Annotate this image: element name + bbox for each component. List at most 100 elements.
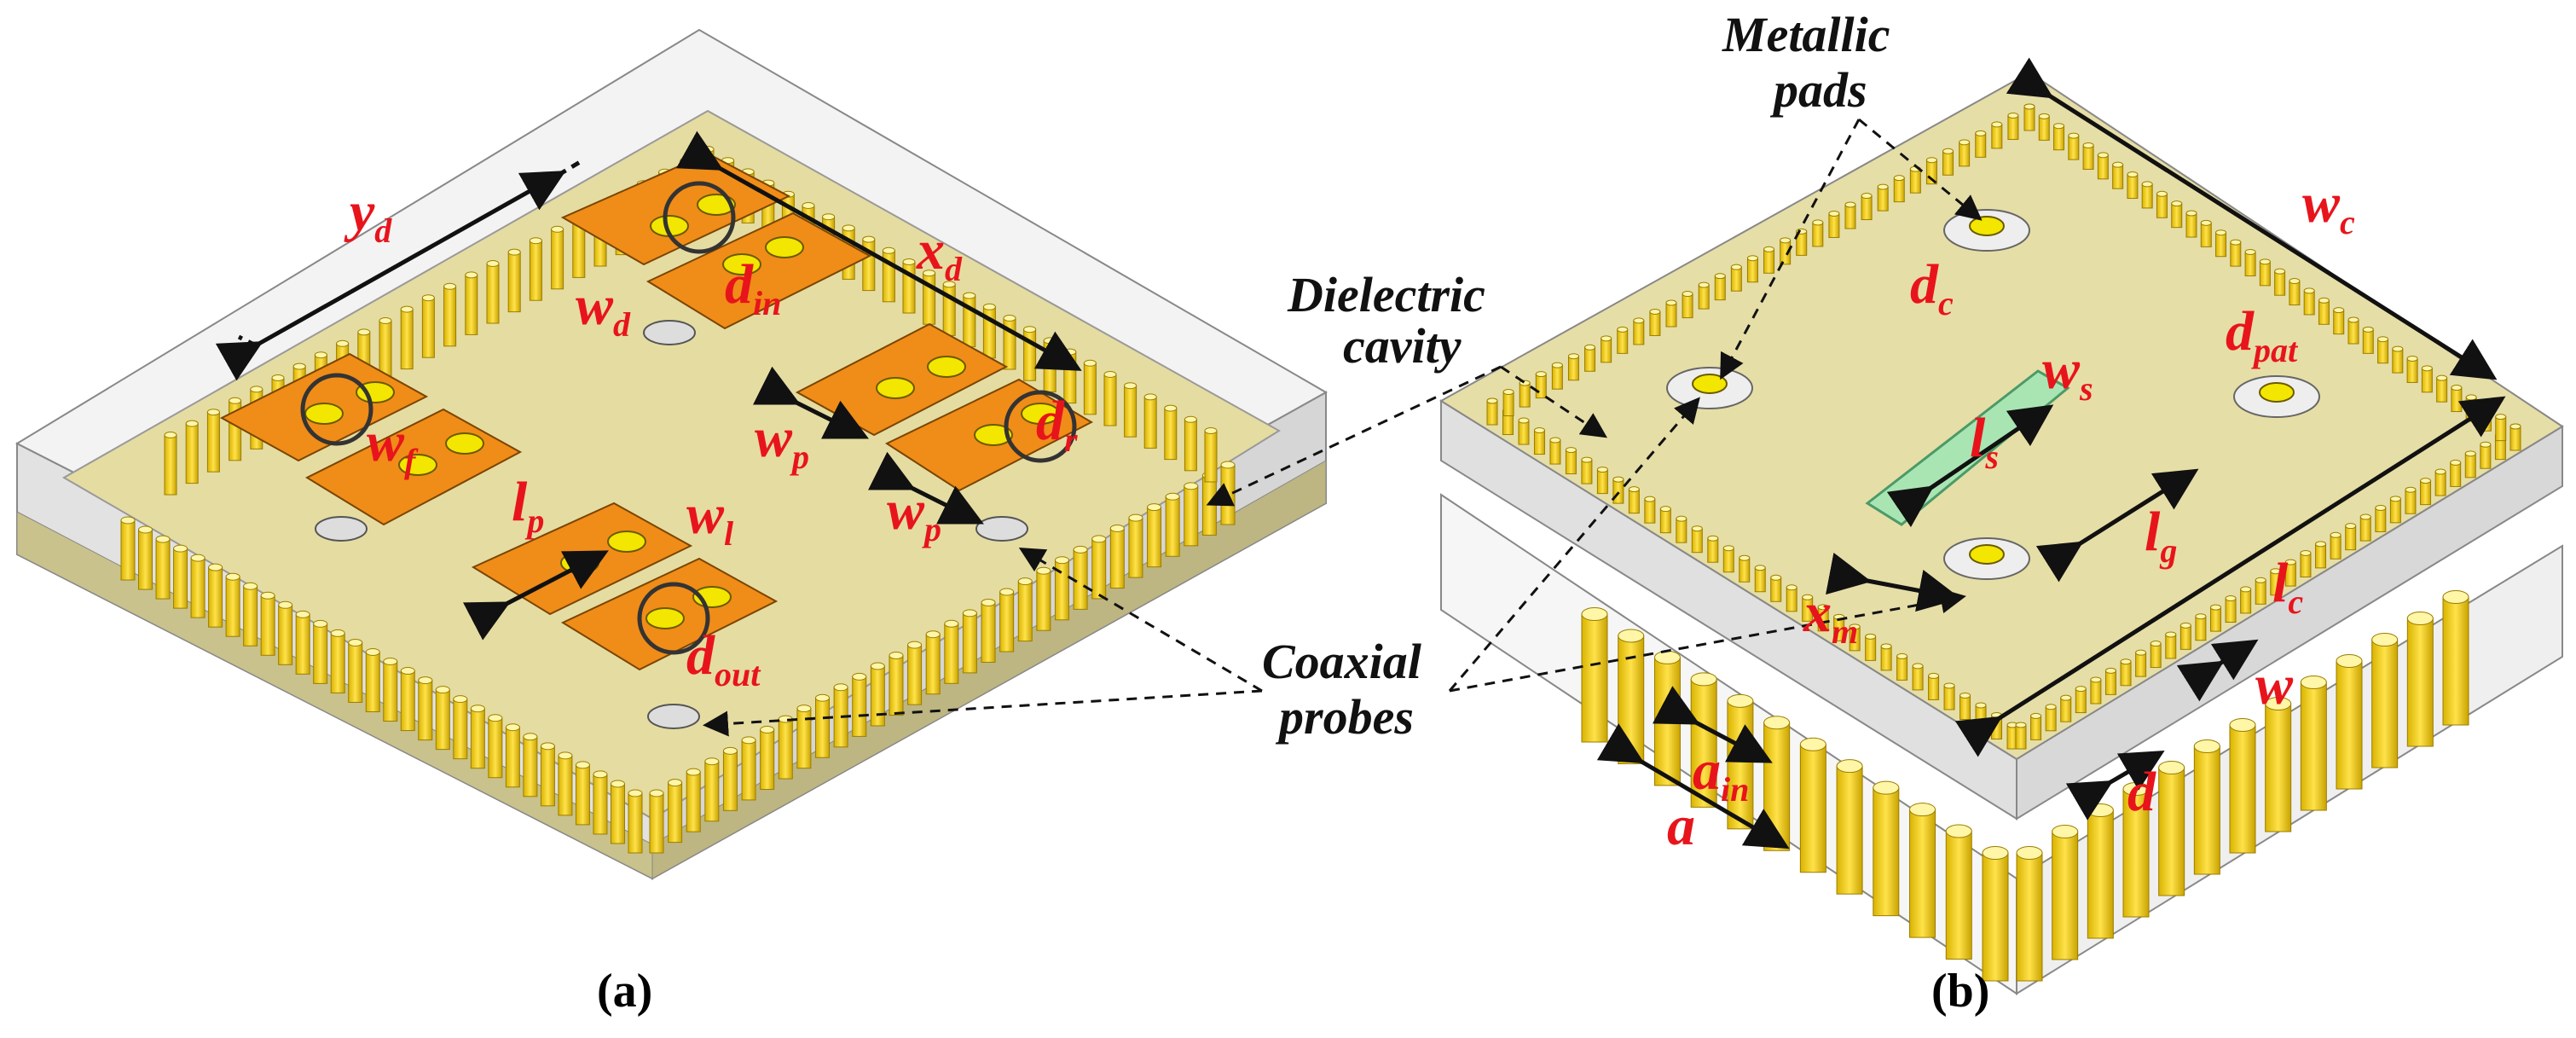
via-post-top (1945, 824, 1972, 838)
via-post (1165, 496, 1180, 557)
callout-metallic-line2: pads (1769, 62, 1867, 118)
via-post-top (243, 582, 258, 590)
via-post (981, 601, 996, 663)
via-post (2200, 222, 2212, 247)
via-post (206, 411, 220, 473)
via-post (2229, 724, 2256, 854)
via-post-top (2336, 654, 2363, 668)
via-post-top (2171, 200, 2183, 207)
via-post-top (2209, 604, 2221, 611)
via-post (1519, 382, 1531, 408)
via-post (2303, 290, 2315, 316)
via-post (2087, 809, 2114, 939)
via-post-top (1109, 525, 1125, 533)
via-post-top (2156, 190, 2168, 197)
panel-b-drawing (1439, 71, 2564, 995)
via-post-top (2230, 239, 2242, 246)
via-post (2420, 480, 2432, 506)
label-d-c: dc (1910, 253, 1954, 322)
via-post (593, 774, 608, 835)
via-post-top (2015, 722, 2027, 728)
label-l-c: lc (2272, 552, 2303, 621)
via-post-top (2016, 846, 2043, 860)
via-post (1628, 489, 1640, 514)
via-post-top (2225, 595, 2237, 602)
via-post (1649, 310, 1661, 336)
via-post-top (164, 432, 177, 438)
via-post-top (1959, 692, 1971, 699)
via-post (295, 613, 310, 675)
via-post-top (1143, 393, 1157, 401)
via-post-top (982, 303, 996, 310)
via-post (852, 676, 867, 737)
via-post (2389, 498, 2401, 524)
via-post (2345, 525, 2357, 551)
via-post-top (190, 554, 206, 562)
via-post (1633, 320, 1645, 345)
via-post-top (1770, 574, 1782, 581)
via-post (2195, 616, 2207, 641)
via-post-top (1036, 566, 1051, 575)
dimension-arrows-a (215, 130, 1082, 641)
via-post (1873, 787, 1900, 917)
via-post (435, 689, 450, 751)
via-post (2359, 516, 2371, 542)
via-post-top (229, 397, 242, 404)
via-post-top (2406, 612, 2434, 625)
via-post-top (1184, 415, 1197, 423)
via-post (1912, 665, 1924, 691)
via-post-top (802, 202, 815, 209)
via-post-top (1147, 503, 1162, 512)
via-post (348, 641, 363, 703)
via-post (778, 718, 793, 780)
via-post (1017, 581, 1033, 642)
via-post-top (1763, 246, 1775, 252)
via-post (2156, 193, 2168, 218)
via-post (2333, 310, 2345, 335)
via-post (1739, 557, 1751, 583)
via-post-top (138, 525, 153, 534)
label-d-in: din (725, 253, 781, 322)
label-l-s: ls (1970, 407, 1999, 476)
via-post (2405, 489, 2417, 514)
via-post-top (1928, 672, 1940, 679)
via-post-top (1812, 219, 1824, 226)
via-post (2015, 724, 2027, 750)
via-post-top (1698, 281, 1710, 288)
via-post (486, 263, 500, 324)
via-post-top (2442, 590, 2469, 604)
via-post-top (2347, 316, 2359, 323)
via-post-top (208, 563, 223, 571)
via-post-top (649, 789, 664, 797)
via-post-top (2082, 142, 2094, 148)
via-post (1682, 293, 1693, 319)
via-post (2434, 471, 2446, 496)
via-post-top (357, 328, 371, 336)
via-post-top (2068, 132, 2080, 139)
via-post-top (558, 751, 573, 760)
via-post (1533, 430, 1545, 455)
label-x-d: xd (916, 219, 963, 288)
via-post-top (1063, 348, 1077, 356)
via-post (2375, 507, 2387, 532)
via-post (421, 297, 435, 358)
via-post-top (1518, 417, 1530, 424)
via-post (1083, 362, 1097, 415)
via-post-top (1486, 397, 1498, 404)
via-post (2240, 589, 2252, 614)
label-w-d: wd (576, 275, 631, 344)
via-post (1880, 646, 1892, 671)
via-post-top (313, 619, 328, 628)
via-post-top (421, 294, 435, 302)
via-post (2016, 852, 2043, 982)
via-post-top (944, 619, 959, 628)
via-post-top (842, 224, 855, 232)
via-post-top (1567, 353, 1579, 360)
via-post (1877, 186, 1889, 212)
via-post (944, 623, 959, 684)
via-post-top (822, 213, 836, 221)
via-post-top (2112, 161, 2124, 168)
via-post (962, 612, 977, 674)
